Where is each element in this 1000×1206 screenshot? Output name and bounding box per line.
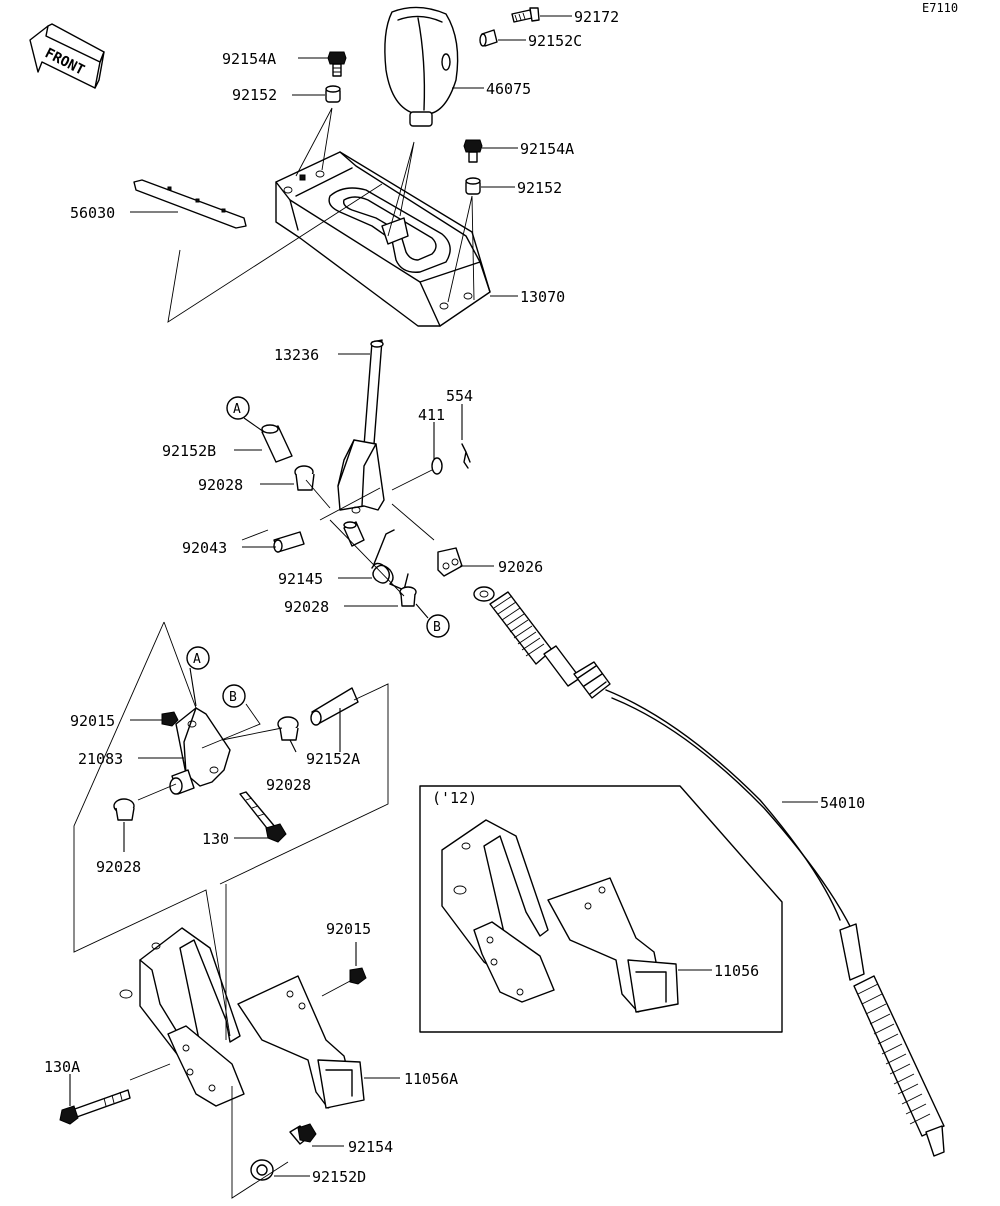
collar-92152A <box>310 687 359 726</box>
year-2012-inset: ('12) <box>419 785 783 1033</box>
collar-92152-top <box>325 85 341 103</box>
part-label-92015-bottom: 92015 <box>326 920 371 938</box>
part-label-92028-c: 92028 <box>266 776 311 794</box>
screw-92172 <box>511 7 540 23</box>
part-label-554: 554 <box>446 387 473 405</box>
shift-label-56030 <box>133 179 247 229</box>
bolt-130 <box>239 791 287 843</box>
clip-pin-554 <box>461 443 471 469</box>
nut-92015-bottom <box>349 967 367 985</box>
bolt-92154A-top <box>327 51 347 77</box>
ref-circle-b-top: B <box>415 603 450 638</box>
bushing-92028-b <box>399 586 417 607</box>
collar-lever-pivot <box>343 521 365 547</box>
part-label-92043: 92043 <box>182 539 227 557</box>
shift-knob <box>384 6 459 127</box>
part-label-92152C: 92152C <box>528 32 582 50</box>
part-label-92152A: 92152A <box>306 750 360 768</box>
collar-92152-right <box>465 177 481 195</box>
bolt-130A <box>59 1089 131 1125</box>
part-label-11056A: 11056A <box>404 1070 458 1088</box>
leader-lines <box>69 15 818 1177</box>
part-label-92152B: 92152B <box>162 442 216 460</box>
part-label-92015-top: 92015 <box>70 712 115 730</box>
part-label-92152D: 92152D <box>312 1168 366 1186</box>
bolt-92154A-right <box>463 139 483 163</box>
ref-circle-a-bottom: A <box>186 646 210 707</box>
part-label-411: 411 <box>418 406 445 424</box>
pin-92043 <box>273 531 305 553</box>
part-label-54010: 54010 <box>820 794 865 812</box>
part-label-92028-a: 92028 <box>198 476 243 494</box>
ref-circle-b-bottom: B <box>222 684 246 708</box>
ref-label-b-top: B <box>433 620 441 635</box>
ref-label-b-bottom: B <box>229 690 237 705</box>
part-label-92154A-top: 92154A <box>222 50 276 68</box>
part-label-130: 130 <box>202 830 229 848</box>
bolt-92154 <box>289 1123 317 1145</box>
diagram-code: E7110 <box>922 1 958 15</box>
collar-92152C <box>479 29 498 47</box>
part-label-56030: 56030 <box>70 204 115 222</box>
part-label-13070: 13070 <box>520 288 565 306</box>
part-label-21083: 21083 <box>78 750 123 768</box>
collar-92152B <box>261 424 293 463</box>
bushing-92028-c <box>277 716 299 741</box>
bracket-11056A <box>119 927 365 1109</box>
nut-92015-top <box>161 711 179 727</box>
part-label-92154A-right: 92154A <box>520 140 574 158</box>
assembly-guide-lines <box>73 107 475 1199</box>
part-label-11056: 11056 <box>714 962 759 980</box>
ref-label-a-bottom: A <box>193 652 201 667</box>
part-label-92152-right: 92152 <box>517 179 562 197</box>
bushing-92028-a <box>294 465 315 491</box>
front-arrow-icon: FRONT <box>29 23 105 89</box>
part-label-92026: 92026 <box>498 558 543 576</box>
shift-lever <box>337 339 385 514</box>
part-label-92154: 92154 <box>348 1138 393 1156</box>
ref-label-a-top: A <box>233 402 241 417</box>
bracket-21083 <box>169 707 231 795</box>
bracket-92026 <box>437 547 463 577</box>
part-label-92152-top: 92152 <box>232 86 277 104</box>
part-label-92172: 92172 <box>574 8 619 26</box>
part-label-130A: 130A <box>44 1058 80 1076</box>
year-note: ('12) <box>432 789 477 807</box>
bushing-92028-d <box>113 798 135 821</box>
ref-circle-a-top: A <box>226 396 265 433</box>
part-label-92028-b: 92028 <box>284 598 329 616</box>
washer-92152D <box>250 1159 274 1181</box>
shift-cable-54010 <box>473 586 945 1157</box>
part-label-92028-d: 92028 <box>96 858 141 876</box>
shift-cover <box>275 151 491 327</box>
part-label-13236: 13236 <box>274 346 319 364</box>
washer-411 <box>431 457 443 475</box>
part-label-46075: 46075 <box>486 80 531 98</box>
part-label-92145: 92145 <box>278 570 323 588</box>
